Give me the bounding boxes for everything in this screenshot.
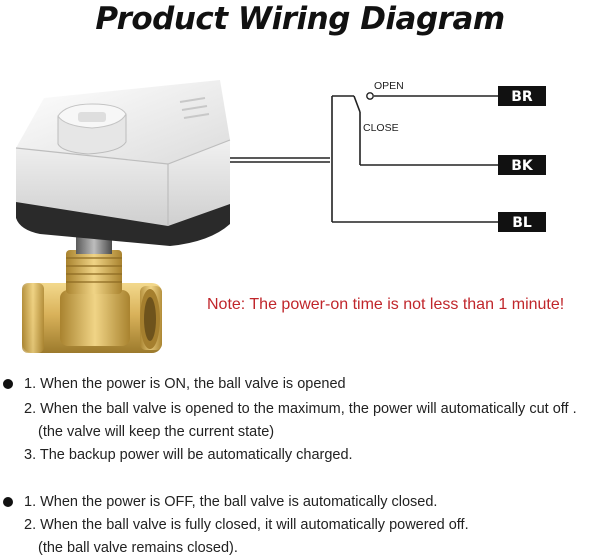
switch-open-contact xyxy=(366,92,374,100)
wire-label-bk: BK xyxy=(511,158,534,174)
power-off-step-1: 1. When the power is OFF, the ball valve… xyxy=(24,494,438,510)
valve-illustration xyxy=(15,80,231,353)
wire-terminal-bl: BL xyxy=(498,212,546,232)
power-off-step-2: 2. When the ball valve is fully closed, … xyxy=(24,517,469,533)
wire-label-bl: BL xyxy=(512,215,532,231)
power-on-step-2-note: (the valve will keep the current state) xyxy=(38,424,275,440)
bullet-power-on xyxy=(3,379,13,389)
power-off-step-2-note: (the ball valve remains closed). xyxy=(38,540,238,556)
power-on-step-3: 3. The backup power will be automaticall… xyxy=(24,447,353,463)
power-on-step-1: 1. When the power is ON, the ball valve … xyxy=(24,376,346,392)
wire-terminal-bk: BK xyxy=(498,155,546,175)
switch-open-label: OPEN xyxy=(374,80,404,92)
wiring-schematic xyxy=(230,95,498,223)
power-on-note: Note: The power-on time is not less than… xyxy=(207,296,565,313)
bullet-power-off xyxy=(3,497,13,507)
wire-label-br: BR xyxy=(511,89,533,105)
power-on-step-2: 2. When the ball valve is opened to the … xyxy=(24,401,577,417)
wiring-diagram: OPEN CLOSE BR BK BL xyxy=(15,80,546,353)
wire-terminal-br: BR xyxy=(498,86,546,106)
switch-close-label: CLOSE xyxy=(363,122,399,134)
page-title: Product Wiring Diagram xyxy=(95,1,505,37)
